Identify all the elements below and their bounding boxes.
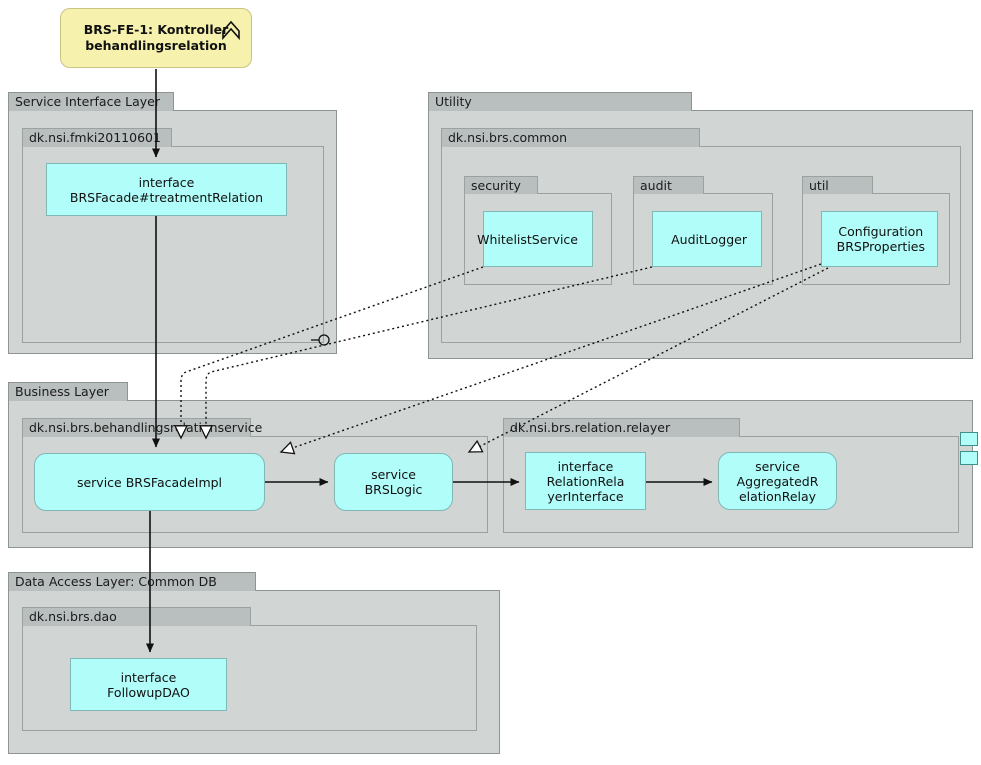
node-auditlogger-label: AuditLogger [671, 231, 747, 247]
node-brsfacade-treatmentrelation-label: interface BRSFacade#treatmentRelation [69, 174, 264, 205]
package-security-label: security [471, 178, 521, 193]
package-util-tab[interactable]: util [802, 176, 873, 194]
node-configuration-brsproperties[interactable]: Configuration BRSProperties [821, 211, 938, 267]
package-brs-common-label: dk.nsi.brs.common [448, 130, 568, 145]
node-auditlogger[interactable]: AuditLogger [652, 211, 762, 267]
node-brsfacadeimpl-label: service BRSFacadeImpl [76, 474, 223, 490]
package-audit-label: audit [640, 178, 672, 193]
node-aggregatedrelationrelay-label: service AggregatedR elationRelay [736, 458, 819, 504]
package-brs-dao-tab[interactable]: dk.nsi.brs.dao [22, 607, 251, 626]
node-brsfacadeimpl[interactable]: service BRSFacadeImpl [34, 453, 265, 511]
node-whitelistservice-label: WhitelistService [477, 231, 578, 247]
package-brs-common-tab[interactable]: dk.nsi.brs.common [441, 128, 700, 147]
node-whitelistservice[interactable]: WhitelistService [477, 211, 978, 465]
node-followupdao-label: interface FollowupDAO [107, 669, 190, 700]
package-fmki-label: dk.nsi.fmki20110601 [29, 130, 161, 145]
layer-service-interface-tab[interactable]: Service Interface Layer [8, 92, 174, 111]
package-behandlingsrelationservice-label: dk.nsi.brs.behandlingsrelationservice [29, 420, 263, 435]
layer-business-label: Business Layer [15, 384, 109, 399]
node-aggregatedrelationrelay[interactable]: service AggregatedR elationRelay [718, 452, 837, 510]
node-configuration-brsproperties-label: Configuration BRSProperties [836, 224, 925, 254]
node-brslogic-label: service BRSLogic [364, 467, 423, 497]
package-relation-relayer-tab[interactable]: dk.nsi.brs.relation.relayer [503, 418, 740, 437]
layer-utility-tab[interactable]: Utility [428, 92, 692, 111]
layer-utility-label: Utility [435, 94, 472, 109]
package-util-label: util [809, 178, 829, 193]
usecase-brs-fe-1[interactable]: BRS-FE-1: Kontroller behandlingsrelation [60, 8, 252, 68]
package-relation-relayer-label: dk.nsi.brs.relation.relayer [510, 420, 671, 435]
layer-business-tab[interactable]: Business Layer [8, 382, 128, 401]
node-brslogic[interactable]: service BRSLogic [334, 453, 453, 511]
layer-data-access-label: Data Access Layer: Common DB [15, 574, 217, 589]
package-brs-dao-label: dk.nsi.brs.dao [29, 609, 117, 624]
node-relationrelayerinterface-label: interface RelationRela yerInterface [546, 458, 625, 504]
usecase-label: BRS-FE-1: Kontroller behandlingsrelation [83, 22, 229, 53]
package-fmki-tab[interactable]: dk.nsi.fmki20110601 [22, 128, 172, 147]
package-behandlingsrelationservice-tab[interactable]: dk.nsi.brs.behandlingsrelationservice [22, 418, 262, 437]
node-relationrelayerinterface[interactable]: interface RelationRela yerInterface [525, 452, 646, 510]
package-security-tab[interactable]: security [464, 176, 538, 194]
layer-service-interface-label: Service Interface Layer [15, 94, 160, 109]
node-brsfacade-treatmentrelation[interactable]: interface BRSFacade#treatmentRelation [46, 163, 330, 346]
layer-data-access-tab[interactable]: Data Access Layer: Common DB [8, 572, 256, 591]
package-audit-tab[interactable]: audit [633, 176, 704, 194]
node-followupdao[interactable]: interface FollowupDAO [70, 658, 227, 711]
